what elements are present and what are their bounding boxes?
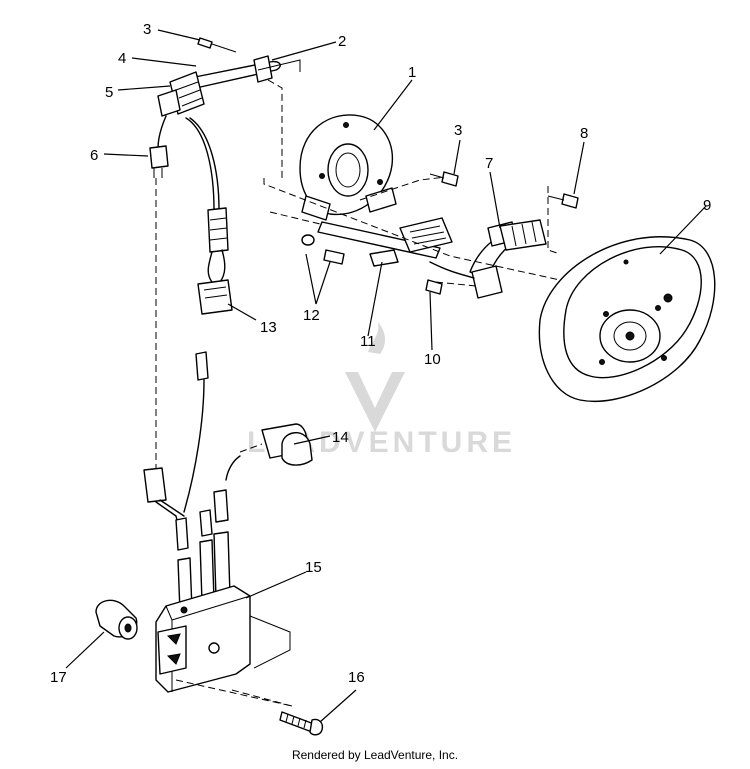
part-screw-3-right bbox=[429, 171, 459, 187]
callout-15: 15 bbox=[305, 559, 322, 576]
part-screw-12 bbox=[301, 234, 345, 265]
part-grommet-17 bbox=[95, 599, 138, 640]
part-bolt-16 bbox=[279, 711, 324, 736]
callout-2: 2 bbox=[338, 33, 346, 50]
callout-14: 14 bbox=[332, 429, 349, 446]
part-screw-3-top bbox=[197, 37, 237, 53]
callout-8: 8 bbox=[580, 125, 588, 142]
coil-connector bbox=[143, 467, 185, 525]
footer-credit: Rendered by LeadVenture, Inc. bbox=[291, 748, 459, 762]
part-screw-10 bbox=[425, 279, 443, 295]
assembly-lines bbox=[263, 175, 561, 287]
callout-13: 13 bbox=[260, 319, 277, 336]
wire-harness bbox=[157, 115, 229, 283]
part-pickup-coil bbox=[429, 219, 547, 299]
callout-4: 4 bbox=[118, 50, 126, 67]
part-connector-6 bbox=[149, 145, 169, 178]
callout-11: 11 bbox=[360, 333, 376, 350]
callout-3-top: 3 bbox=[143, 21, 151, 38]
part-pickup-bracket bbox=[317, 217, 453, 267]
callout-labels: 2 3 4 5 6 1 3 7 8 9 10 11 12 13 14 15 16… bbox=[50, 21, 711, 686]
part-ignition-coil bbox=[155, 489, 293, 707]
callout-5: 5 bbox=[105, 84, 113, 101]
callout-3-right: 3 bbox=[454, 122, 462, 139]
part-regulator bbox=[157, 71, 205, 117]
part-stator-plate bbox=[299, 114, 397, 221]
lead-upper bbox=[183, 351, 209, 513]
callout-17: 17 bbox=[50, 669, 67, 686]
callout-1: 1 bbox=[408, 64, 416, 81]
callout-6: 6 bbox=[90, 147, 98, 164]
callout-7: 7 bbox=[485, 155, 493, 172]
part-screw-8 bbox=[547, 193, 579, 209]
callout-leaders bbox=[65, 29, 707, 723]
callout-16: 16 bbox=[348, 669, 365, 686]
callout-12: 12 bbox=[303, 307, 320, 324]
part-harness-strap bbox=[189, 55, 301, 178]
part-connector-13 bbox=[197, 279, 233, 315]
part-flywheel bbox=[538, 236, 716, 402]
callout-10: 10 bbox=[424, 351, 441, 368]
part-spark-plug-cap bbox=[225, 423, 313, 481]
callout-9: 9 bbox=[703, 197, 711, 214]
